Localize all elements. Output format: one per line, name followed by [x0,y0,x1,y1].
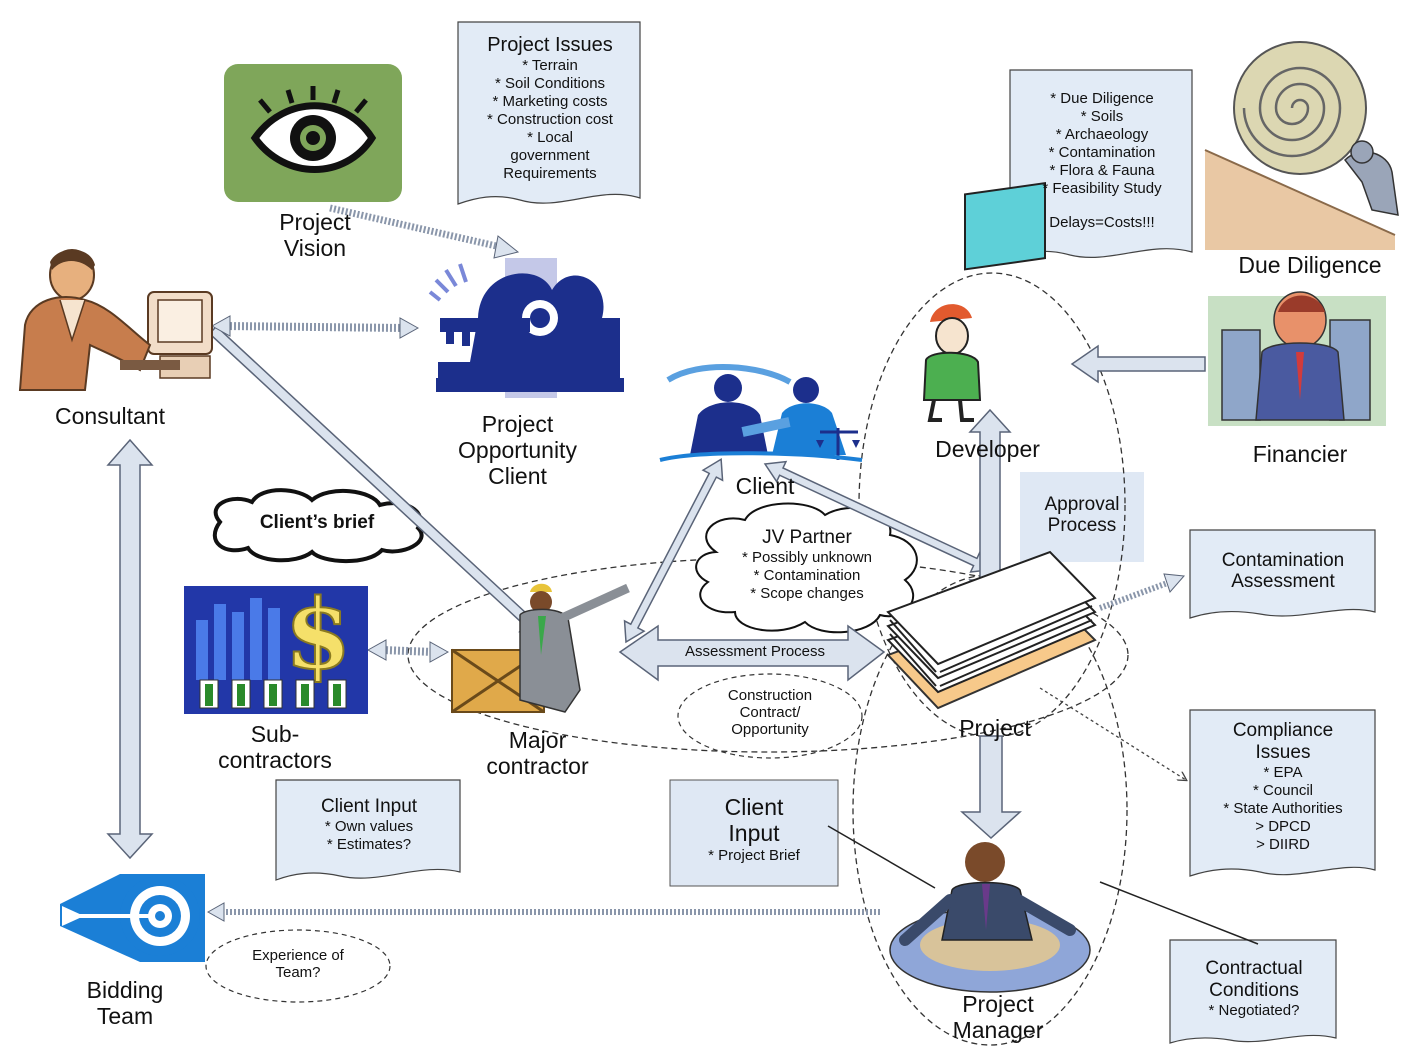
due-diligence-line: * Contamination [1048,144,1156,161]
jv-partner-line: * Scope changes [750,584,864,602]
due-diligence-label: Due Diligence [1238,252,1382,278]
project-issues-line: * Local [527,129,573,146]
bidding-manager-arrow [206,902,882,922]
jv-partner-text: JV Partner * Possibly unknown * Contamin… [712,527,902,603]
contamination-assessment-label: Contamination Assessment [1221,550,1345,593]
project-issues-line: * Marketing costs [492,93,608,110]
client-input-panel-title: Client Input [724,794,784,847]
project-manager-arrow [960,735,1022,840]
project-issues-text: Project Issues * Terrain * Soil Conditio… [460,34,640,183]
jv-partner-title: JV Partner [762,527,852,548]
contractor-project-ellipse [407,557,1129,753]
compliance-line: * State Authorities [1223,799,1343,817]
major-contractor-label: Major contractor [486,727,589,779]
compliance-line: > DPCD [1255,817,1311,835]
project-vision-label: Project Vision [279,209,351,261]
subcontractors-icon: $ [184,577,368,714]
client-input-doc [275,779,461,881]
jv-partner-line: * Possibly unknown [741,548,873,566]
due-diligence-line: * Feasibility Study [1042,180,1162,197]
jv-partner-line: * Contamination [753,566,861,584]
contractual-conditions-doc [1169,939,1337,1044]
project-issues-line: Requirements [503,165,597,182]
major-contractor-icon [451,583,630,714]
project-issues-line: * Terrain [522,57,578,74]
experience-ellipse [205,929,391,1003]
experience-of-team-label: Experience of Team? [252,947,344,981]
due-diligence-line: * Archaeology [1055,126,1149,143]
svg-text:$: $ [285,578,352,691]
compliance-issues-title: Compliance Issues [1232,720,1334,763]
jv-partner-cloud [695,502,918,634]
project-label: Project [959,715,1031,741]
due-diligence-line: * Flora & Fauna [1049,162,1155,179]
assessment-process-arrow [618,624,886,682]
financier-icon [1208,291,1386,426]
due-diligence-footer: Delays=Costs!!! [1049,214,1155,231]
construction-contract-ellipse [677,673,863,759]
due-diligence-line: * Due Diligence [1050,90,1154,107]
approval-process-label: Approval Process [1044,494,1120,537]
client-input-callout [827,825,936,889]
assessment-process-label: Assessment Process [684,643,826,660]
compliance-issues-doc [1189,709,1376,877]
financier-developer-arrow [1070,344,1206,384]
bidding-team-label: Bidding Team [86,977,164,1029]
consultant-label: Consultant [55,403,165,429]
project-compliance-arrow [1039,687,1186,780]
compliance-issues-text: Compliance Issues * EPA * Council * Stat… [1192,720,1374,854]
client-input-doc-text: Client Input * Own values * Estimates? [278,796,460,854]
due-diligence-note-text: * Due Diligence * Soils * Archaeology * … [1012,90,1192,232]
client-input-doc-line: * Estimates? [326,835,412,853]
compliance-line: > DIIRD [1256,835,1310,853]
project-documents-icon [886,550,1097,710]
client-label: Client [735,473,795,499]
vision-opportunity-arrow [329,204,520,259]
eye-icon [224,64,402,202]
client-meeting-icon [659,364,863,462]
project-issues-doc [457,21,641,205]
contractual-conditions-title: Contractual Conditions [1205,958,1303,1001]
compliance-line: * Council [1252,781,1314,799]
subcontractors-label: Sub- contractors [218,721,332,773]
developer-icon [922,181,1046,422]
project-issues-line: government [510,147,590,164]
project-contamination-arrow [1098,573,1186,611]
contamination-assessment-doc [1189,529,1376,619]
contractual-conditions-line: * Negotiated? [1208,1001,1300,1019]
key-lock-icon [428,258,624,398]
client-input-panel-text: Client Input * Project Brief [670,794,838,865]
clients-brief-cloud [212,488,424,564]
subcontractors-contractor-arrow [366,639,450,663]
project-issues-line: * Soil Conditions [494,75,606,92]
target-icon [60,874,205,962]
developer-label: Developer [935,436,1040,462]
client-contractor-arrow [623,457,724,644]
contractual-conditions-text: Contractual Conditions * Negotiated? [1172,958,1336,1020]
clients-brief-label: Client’s brief [259,512,375,533]
project-issues-line: * Construction cost [487,111,613,128]
project-manager-icon [889,842,1091,993]
contractual-callout [1099,881,1259,945]
client-input-panel [669,779,839,887]
project-opportunity-client-label: Project Opportunity Client [458,411,577,489]
client-input-panel-line: * Project Brief [708,846,800,864]
construction-contract-label: Construction Contract/ Opportunity [727,687,813,738]
consultant-opportunity-arrow [210,315,420,339]
financier-label: Financier [1252,441,1348,467]
project-issues-title: Project Issues [487,34,613,56]
consultant-bidding-arrow [106,438,154,860]
client-input-doc-line: * Own values [324,817,414,835]
compliance-line: * EPA [1263,763,1303,781]
due-diligence-line: * Soils [1080,108,1124,125]
consultant-icon [18,249,213,391]
due-diligence-icon [1204,41,1399,250]
project-manager-label: Project Manager [952,991,1044,1043]
client-input-doc-title: Client Input [320,796,418,817]
